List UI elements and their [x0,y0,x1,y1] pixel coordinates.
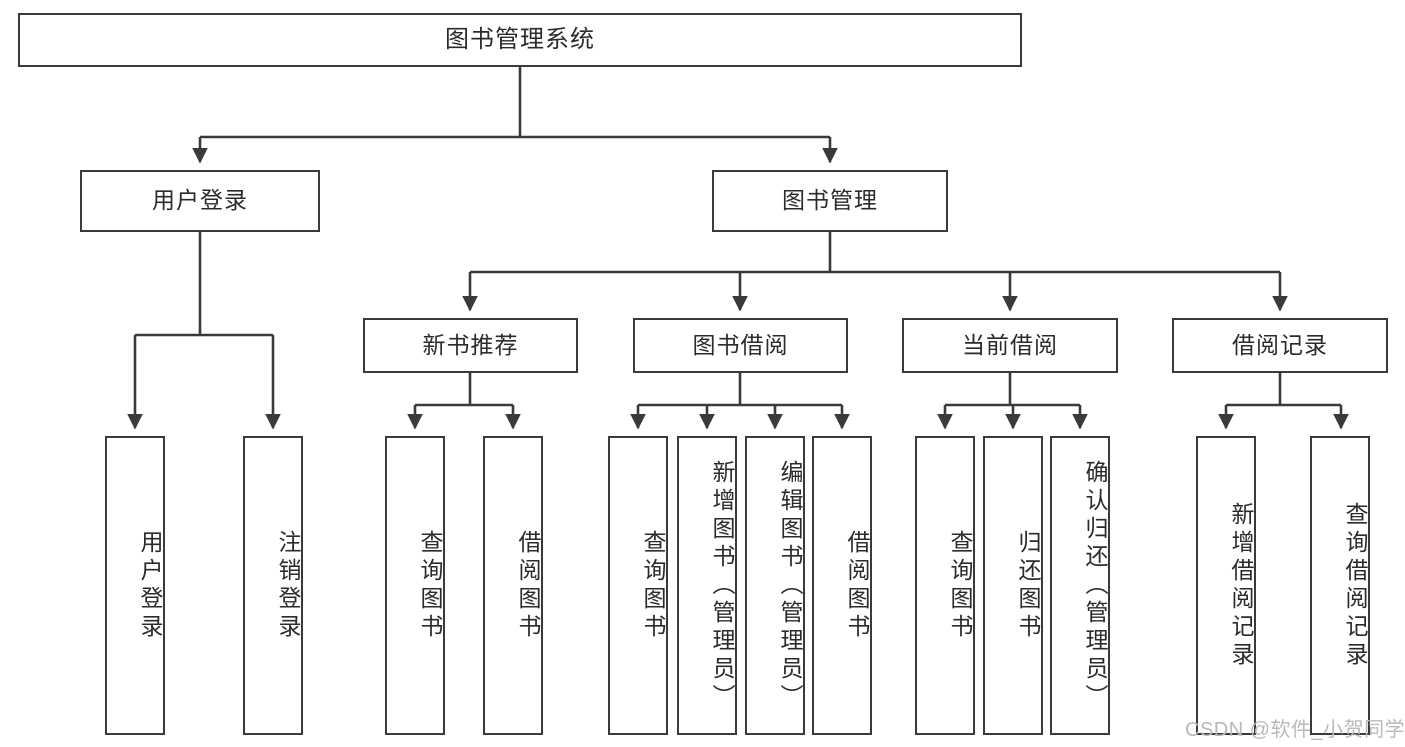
node-current-borrow[interactable]: 当前借阅 [902,318,1118,373]
node-label: 查询图书 [417,529,443,642]
node-label: 注销登录 [275,529,301,642]
node-leaf-borrow-book[interactable]: 借阅图书 [812,436,872,735]
node-borrow-record[interactable]: 借阅记录 [1172,318,1388,373]
node-label: 图书借阅 [692,331,789,358]
node-root-book-management-system[interactable]: 图书管理系统 [18,13,1022,67]
node-new-book-recommend[interactable]: 新书推荐 [363,318,578,373]
node-leaf-borrow-book-recommend[interactable]: 借阅图书 [483,436,543,735]
node-leaf-return-book[interactable]: 归还图书 [983,436,1043,735]
node-label: 图书管理 [782,187,878,214]
node-label: 归还图书 [1015,529,1041,642]
node-leaf-add-book-admin[interactable]: 新增图书（管理员） [677,436,737,735]
node-leaf-confirm-return-admin[interactable]: 确认归还（管理员） [1050,436,1110,735]
node-label: 借阅图书 [844,529,870,642]
node-label: 新增图书（管理员） [709,459,735,712]
node-label: 用户登录 [152,187,248,214]
node-leaf-logout-login[interactable]: 注销登录 [243,436,303,735]
node-leaf-query-book-borrow[interactable]: 查询图书 [608,436,668,735]
node-user-login[interactable]: 用户登录 [80,170,320,232]
node-leaf-user-login[interactable]: 用户登录 [105,436,165,735]
node-book-management[interactable]: 图书管理 [712,170,948,232]
node-leaf-edit-book-admin[interactable]: 编辑图书（管理员） [745,436,805,735]
node-leaf-add-borrow-record[interactable]: 新增借阅记录 [1196,436,1256,735]
node-label: 查询借阅记录 [1342,501,1368,670]
node-label: 新增借阅记录 [1228,501,1254,670]
node-label: 图书管理系统 [445,25,595,53]
node-label: 借阅图书 [515,529,541,642]
node-leaf-query-borrow-record[interactable]: 查询借阅记录 [1310,436,1370,735]
node-label: 新书推荐 [422,331,519,358]
node-label: 用户登录 [137,529,163,642]
node-label: 编辑图书（管理员） [777,459,803,712]
node-label: 查询图书 [947,529,973,642]
node-label: 当前借阅 [962,331,1058,358]
csdn-watermark: CSDN @软件_小贺同学 [1185,719,1405,741]
node-leaf-query-book-recommend[interactable]: 查询图书 [385,436,445,735]
node-leaf-query-book-current[interactable]: 查询图书 [915,436,975,735]
node-label: 查询图书 [640,529,666,642]
node-book-borrow[interactable]: 图书借阅 [633,318,848,373]
node-label: 确认归还（管理员） [1082,459,1108,712]
node-label: 借阅记录 [1232,331,1328,358]
